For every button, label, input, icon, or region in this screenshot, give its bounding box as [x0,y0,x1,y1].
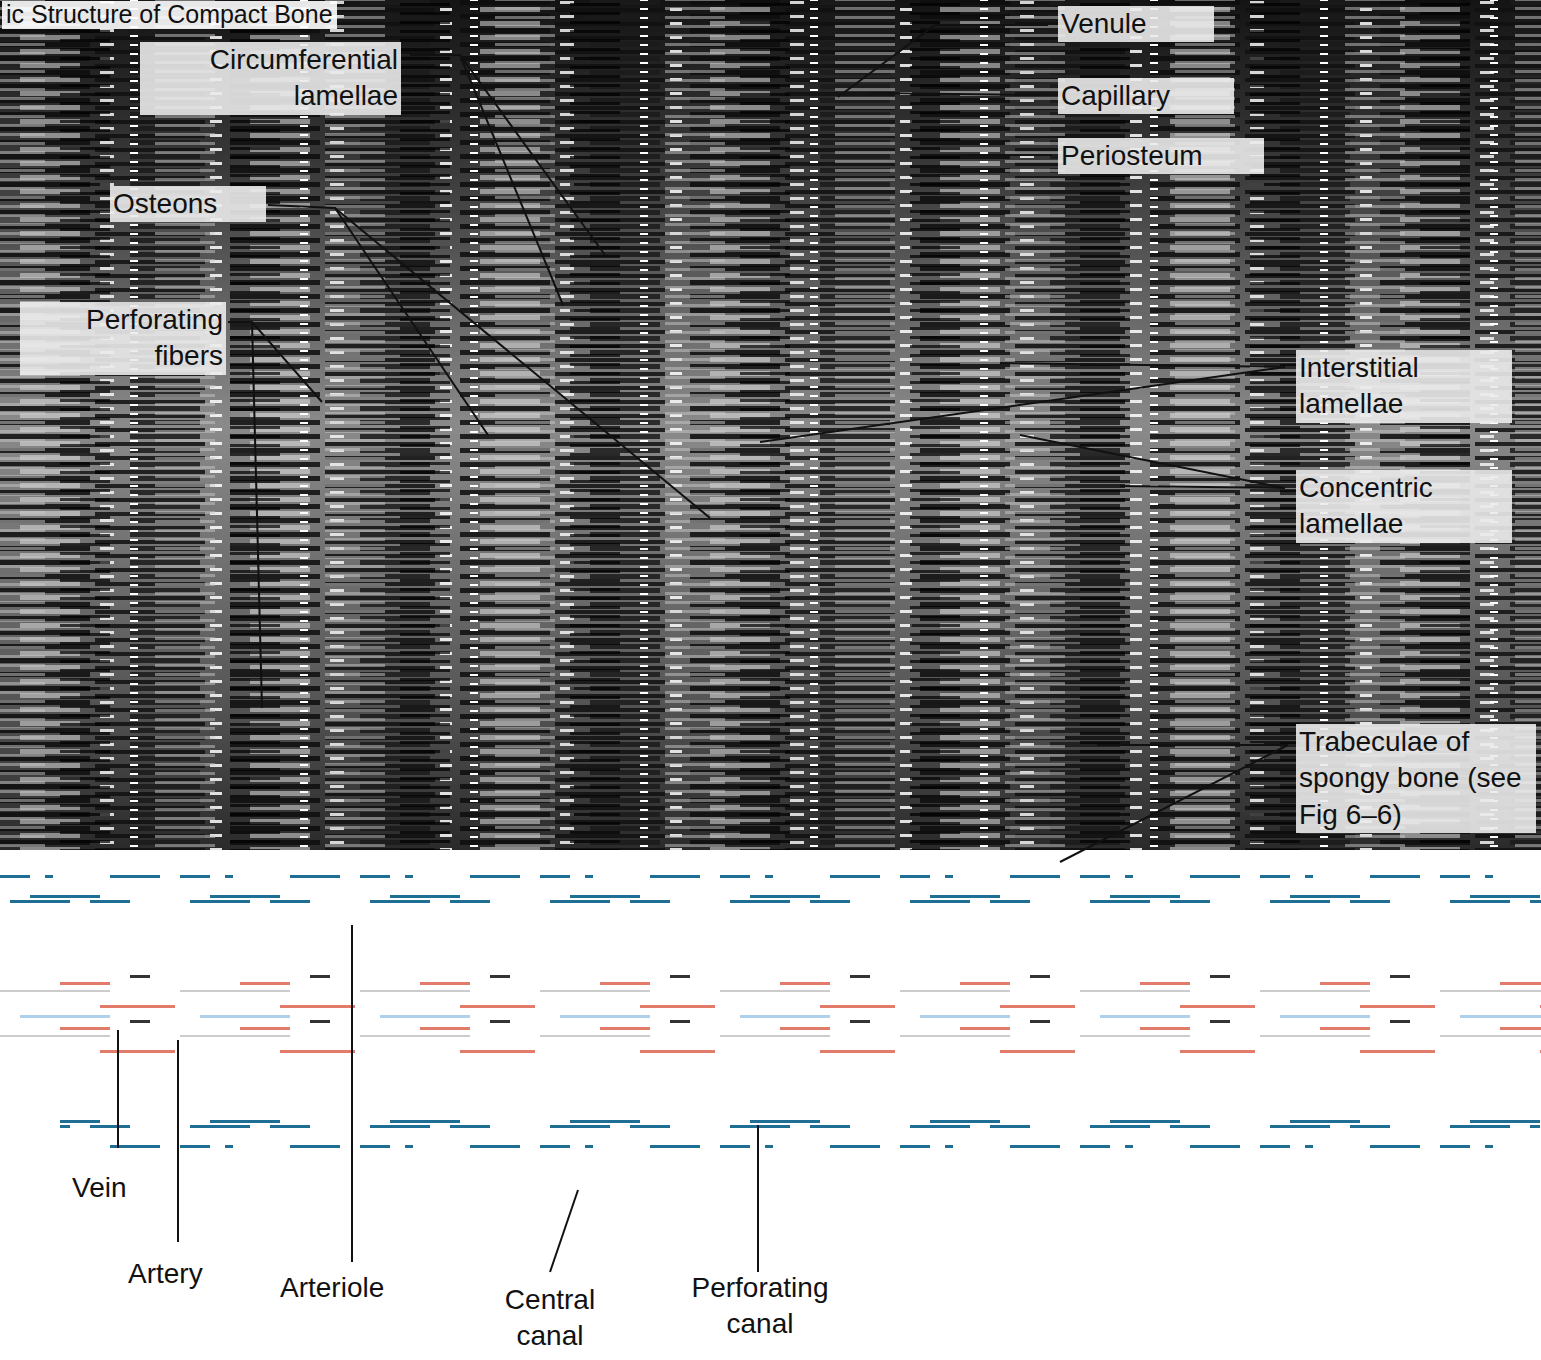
leader-line [760,367,1285,442]
vessel-band [0,975,1541,1055]
part-label: Concentric lamellae [1296,470,1512,543]
leader-line [757,1125,759,1272]
part-label: Osteons [110,186,266,222]
part-label: Trabeculae of spongy bone (see Fig 6–6) [1296,724,1536,833]
leader-line [870,93,1040,95]
part-label: Circumferential lamellae [140,42,401,115]
leader-line [252,322,262,708]
part-label: Capillary [1058,78,1234,114]
leader-line [838,25,1048,97]
leader-line [228,322,322,402]
leader-line [268,205,488,435]
leader-line [1000,363,1285,367]
part-label: Venule [1058,6,1214,42]
leader-line [410,55,605,255]
part-label: Arteriole [280,1270,430,1306]
bone-tissue [0,0,1541,850]
leader-line [460,55,563,305]
leader-line [1120,486,1285,488]
diagram-title: ic Structure of Compact Bone [2,1,337,29]
leader-line [1097,744,1288,746]
leader-line [965,154,1052,156]
part-label: Perforating fibers [20,302,226,375]
vessel-band [0,866,1541,916]
leader-line [177,1040,179,1242]
leader-line [550,1190,578,1272]
leader-line [117,1030,119,1148]
leader-line [1060,745,1288,862]
part-label: Periosteum [1058,138,1264,174]
part-label: Artery [128,1256,238,1292]
leader-line [351,925,353,1262]
part-label: Central canal [480,1282,620,1355]
part-label: Vein [72,1170,162,1206]
part-label: Perforating canal [660,1270,860,1343]
bone-texture [0,0,1541,850]
leader-line [335,208,710,518]
leader-line [1020,435,1285,488]
vessel-band [60,1105,1540,1155]
bone-texture [0,0,1541,850]
part-label: Interstitial lamellae [1296,350,1512,423]
